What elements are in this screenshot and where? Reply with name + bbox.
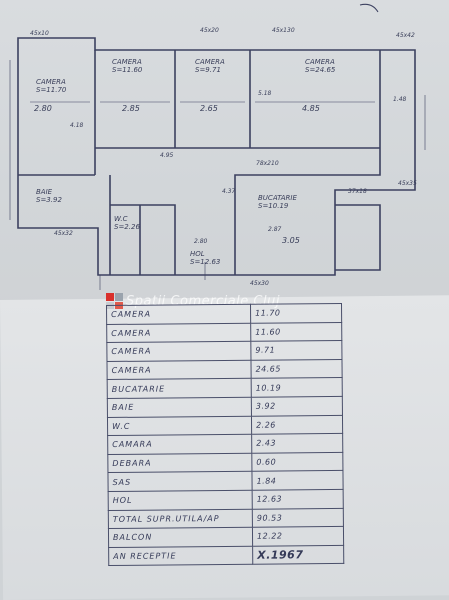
logo-square xyxy=(106,293,114,301)
room-label: BUCATARIE S=10.19 xyxy=(258,194,297,210)
dimension-label: 4.37 xyxy=(222,188,236,195)
row-label: SAS xyxy=(107,471,253,492)
row-label: CAMERA xyxy=(106,360,252,380)
room-area: S=12.63 xyxy=(190,258,221,266)
room-label: CAMERA S=9.71 xyxy=(195,58,225,74)
room-name: HOL xyxy=(190,250,205,258)
room-area: S=11.70 xyxy=(36,86,67,94)
row-label: DEBARA xyxy=(107,452,252,473)
room-label: CAMERA S=11.70 xyxy=(36,78,66,94)
row-value: 0.60 xyxy=(251,452,343,472)
row-label: AN RECEPTIE xyxy=(108,545,253,566)
watermark-text: Spatii Comerciale Cluj xyxy=(126,293,280,309)
room-area: S=11.60 xyxy=(112,66,143,74)
dimension-label: 45x130 xyxy=(272,27,295,34)
row-value: 11.60 xyxy=(250,322,342,342)
room-name: BAIE xyxy=(36,188,53,196)
dimension-label: 2.87 xyxy=(268,226,282,233)
dimension-label: 2.85 xyxy=(122,104,140,113)
room-label: HOL S=12.63 xyxy=(190,250,220,266)
room-name: CAMERA xyxy=(305,58,335,66)
logo-square xyxy=(106,301,114,309)
room-name: W.C xyxy=(114,215,128,223)
floor-plan-drawing xyxy=(9,3,426,290)
room-area: S=2.26 xyxy=(114,223,140,231)
dimension-label: 3.05 xyxy=(282,236,300,245)
row-value: 2.26 xyxy=(251,415,343,435)
row-value: 12.63 xyxy=(252,489,344,509)
dimension-label: 45x30 xyxy=(250,280,269,287)
room-area: S=9.71 xyxy=(195,66,221,74)
room-name: CAMERA xyxy=(195,58,225,66)
row-label: TOTAL SUPR.UTILA/AP xyxy=(108,508,253,529)
row-value: 12.22 xyxy=(252,526,344,546)
room-label: CAMERA S=11.60 xyxy=(112,58,142,74)
dimension-label: 45x32 xyxy=(54,230,73,237)
dimension-label: 4.18 xyxy=(70,122,84,129)
row-value: X.1967 xyxy=(252,545,344,565)
row-label: W.C xyxy=(107,415,252,436)
row-label: HOL xyxy=(108,490,253,511)
row-label: CAMERA xyxy=(106,322,251,343)
watermark-logo xyxy=(106,293,123,309)
dimension-label: 78x210 xyxy=(256,160,279,167)
row-value: 3.92 xyxy=(251,396,343,416)
dimension-label: 37x18 xyxy=(348,188,367,195)
dimension-label: 2.80 xyxy=(34,104,52,113)
dimension-label: 2.80 xyxy=(194,238,208,245)
room-label: BAIE S=3.92 xyxy=(36,188,62,204)
dimension-label: 5.18 xyxy=(258,90,272,97)
row-value: 10.19 xyxy=(251,377,343,398)
dimension-label: 4.95 xyxy=(160,152,174,159)
row-value: 2.43 xyxy=(251,433,343,453)
row-value: 90.53 xyxy=(252,507,344,528)
room-label: CAMERA S=24.65 xyxy=(305,58,335,74)
room-area: S=24.65 xyxy=(305,66,336,74)
dimension-label: 2.65 xyxy=(200,104,218,113)
room-area: S=10.19 xyxy=(258,202,289,210)
paper-sheet-top xyxy=(0,0,449,318)
dimension-label: 45x35 xyxy=(398,180,417,187)
watermark: Spatii Comerciale Cluj xyxy=(106,293,280,309)
logo-square xyxy=(115,301,123,309)
dimension-label: 1.48 xyxy=(393,96,407,103)
dimension-label: 45x42 xyxy=(396,32,415,39)
row-value: 11.70 xyxy=(250,303,342,323)
row-label: BUCATARIE xyxy=(107,378,252,399)
row-value: 9.71 xyxy=(250,340,342,361)
logo-square xyxy=(115,293,123,301)
room-name: CAMERA xyxy=(36,78,66,86)
row-label: BALCON xyxy=(108,527,253,548)
dimension-label: 4.85 xyxy=(302,104,320,113)
room-name: CAMERA xyxy=(112,58,142,66)
row-label: CAMERA xyxy=(106,341,251,362)
row-label: CAMERA xyxy=(106,304,251,325)
dimension-label: 45x10 xyxy=(30,30,49,37)
room-label: W.C S=2.26 xyxy=(114,215,140,231)
row-value: 24.65 xyxy=(250,359,343,379)
dimension-label: 45x20 xyxy=(200,27,219,34)
room-area: S=3.92 xyxy=(36,196,62,204)
room-name: BUCATARIE xyxy=(258,194,297,202)
row-value: 1.84 xyxy=(251,470,344,491)
row-label: BAIE xyxy=(107,397,252,418)
row-label: CAMARA xyxy=(107,434,252,455)
